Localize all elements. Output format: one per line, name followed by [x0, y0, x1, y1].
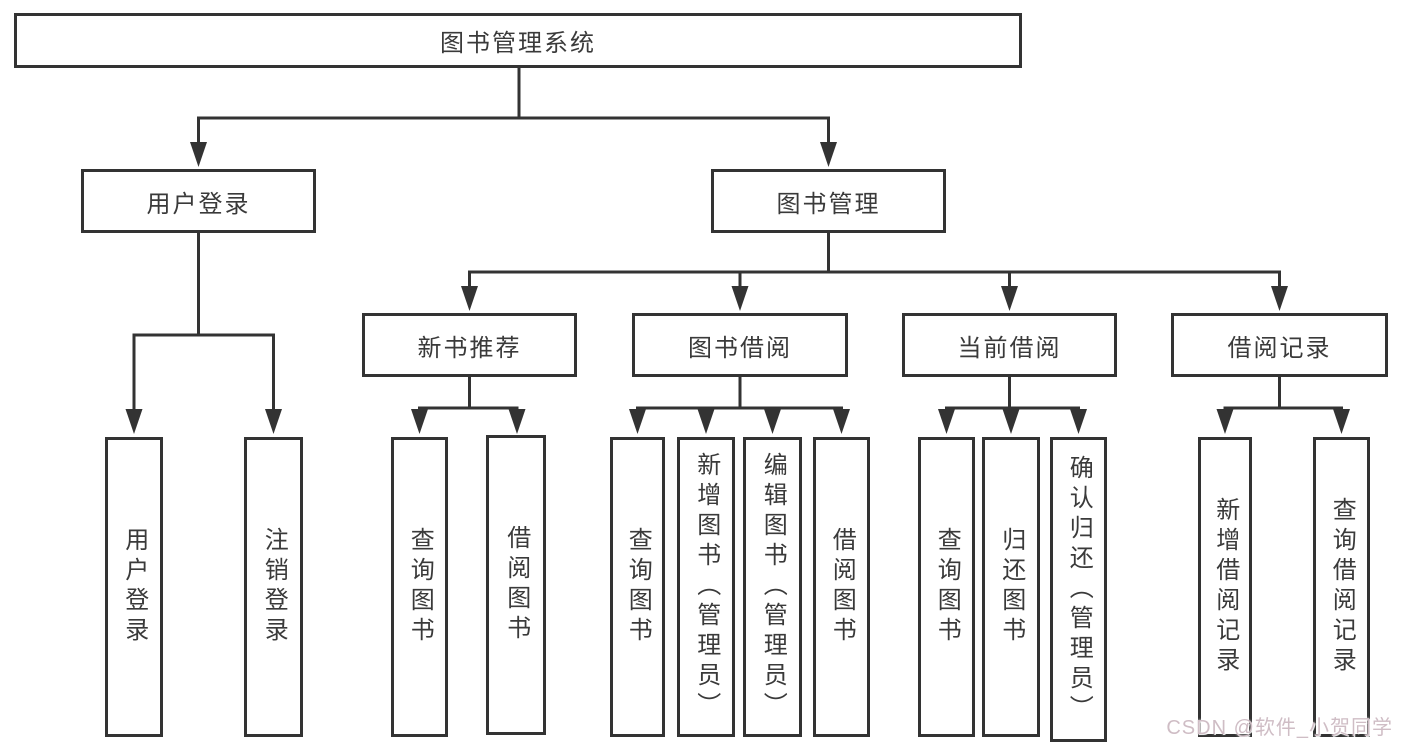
connector-current-borrow-branch: [938, 377, 1087, 434]
leaf-label: 查询图书: [624, 527, 652, 647]
leaf-label: 查询图书: [933, 527, 961, 647]
node-leaf-confirm-return-admin: 确认归还（管理员）: [1050, 437, 1107, 742]
node-leaf-add-borrow-record: 新增借阅记录: [1198, 437, 1252, 737]
leaf-label: 归还图书: [997, 527, 1025, 647]
leaf-label: 新增图书（管理员）: [692, 452, 720, 722]
connector-book-mgmt-to-level3: [461, 233, 1288, 311]
node-book-borrow: 图书借阅: [632, 313, 848, 377]
node-leaf-return-book: 归还图书: [982, 437, 1040, 737]
leaf-label: 查询借阅记录: [1328, 497, 1356, 677]
node-book-management: 图书管理: [711, 169, 946, 233]
node-leaf-query-book-2: 查询图书: [610, 437, 665, 737]
leaf-label: 确认归还（管理员）: [1065, 454, 1093, 725]
node-current-borrow: 当前借阅: [902, 313, 1117, 377]
connector-book-borrow-branch: [629, 377, 850, 434]
node-user-login: 用户登录: [81, 169, 316, 233]
node-leaf-add-book-admin: 新增图书（管理员）: [677, 437, 735, 737]
node-leaf-query-book-1: 查询图书: [391, 437, 448, 737]
leaf-label: 用户登录: [120, 527, 148, 647]
node-borrow-record: 借阅记录: [1171, 313, 1388, 377]
node-leaf-query-borrow-record: 查询借阅记录: [1313, 437, 1370, 737]
connector-user-login-branch: [125, 233, 282, 434]
node-leaf-borrow-book-1: 借阅图书: [486, 435, 546, 735]
connector-borrow-record-branch: [1216, 377, 1350, 434]
node-library-management-system: 图书管理系统: [14, 13, 1022, 68]
leaf-label: 注销登录: [260, 527, 288, 647]
leaf-label: 借阅图书: [502, 525, 530, 645]
csdn-watermark: CSDN @软件_小贺同学: [1166, 717, 1393, 739]
leaf-label: 编辑图书（管理员）: [759, 452, 787, 722]
node-leaf-query-book-3: 查询图书: [918, 437, 975, 737]
leaf-label: 借阅图书: [828, 527, 856, 647]
connector-new-book-branch: [411, 377, 526, 434]
node-new-book-recommend: 新书推荐: [362, 313, 577, 377]
leaf-label: 查询图书: [406, 527, 434, 647]
node-leaf-user-login: 用户登录: [105, 437, 163, 737]
connector-root-to-level2: [190, 68, 837, 167]
node-leaf-borrow-book-2: 借阅图书: [813, 437, 870, 737]
node-leaf-logout: 注销登录: [244, 437, 303, 737]
node-leaf-edit-book-admin: 编辑图书（管理员）: [743, 437, 802, 737]
leaf-label: 新增借阅记录: [1211, 497, 1239, 677]
